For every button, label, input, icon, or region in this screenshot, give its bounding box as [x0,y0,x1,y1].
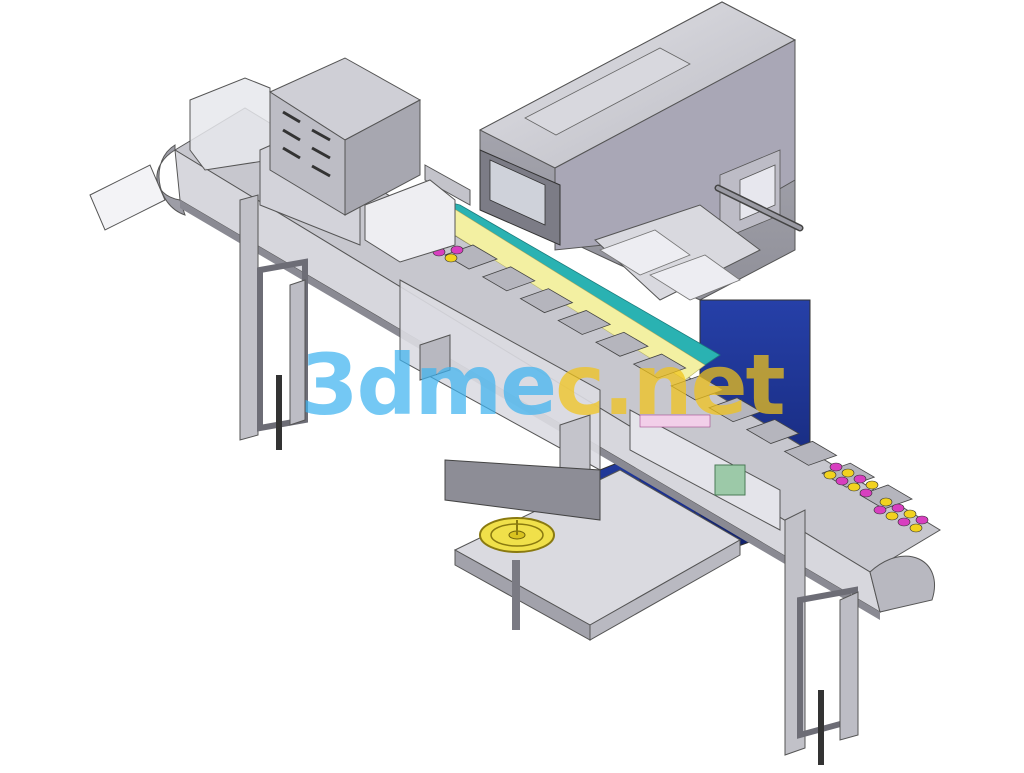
nest-fixture [632,353,687,379]
product-cap [847,482,861,492]
product-cap [915,515,929,525]
product-cap [841,468,855,478]
nest-fixture [519,288,574,314]
nest-fixture [783,440,838,466]
product-nests [408,227,929,533]
product-cap [444,253,458,263]
product-cap [835,476,849,486]
nest-fixture [859,484,913,510]
product-cap [897,517,911,527]
product-cap [859,488,873,498]
nest-fixture [745,419,800,444]
product-cap [909,523,923,533]
handwheel-icon[interactable] [479,517,555,553]
product-cap [879,497,893,507]
guide-rails [414,164,721,381]
product-cap [829,462,843,472]
nest-fixture [594,331,649,357]
product-cap [865,480,879,490]
product-cap [873,505,887,515]
printer-head-assembly [478,1,804,301]
nest-fixture [481,266,536,292]
support-legs [239,194,859,765]
product-cap [823,470,837,480]
product-cap [891,503,905,513]
product-cap [903,509,917,519]
product-cap [450,245,464,255]
nest-fixture [670,375,725,401]
product-cap [885,511,899,521]
left-enclosure [89,57,456,263]
adjustment-stand [444,459,742,641]
product-cap [853,474,867,484]
nest-fixture [557,310,612,335]
nest-fixture [708,397,763,423]
